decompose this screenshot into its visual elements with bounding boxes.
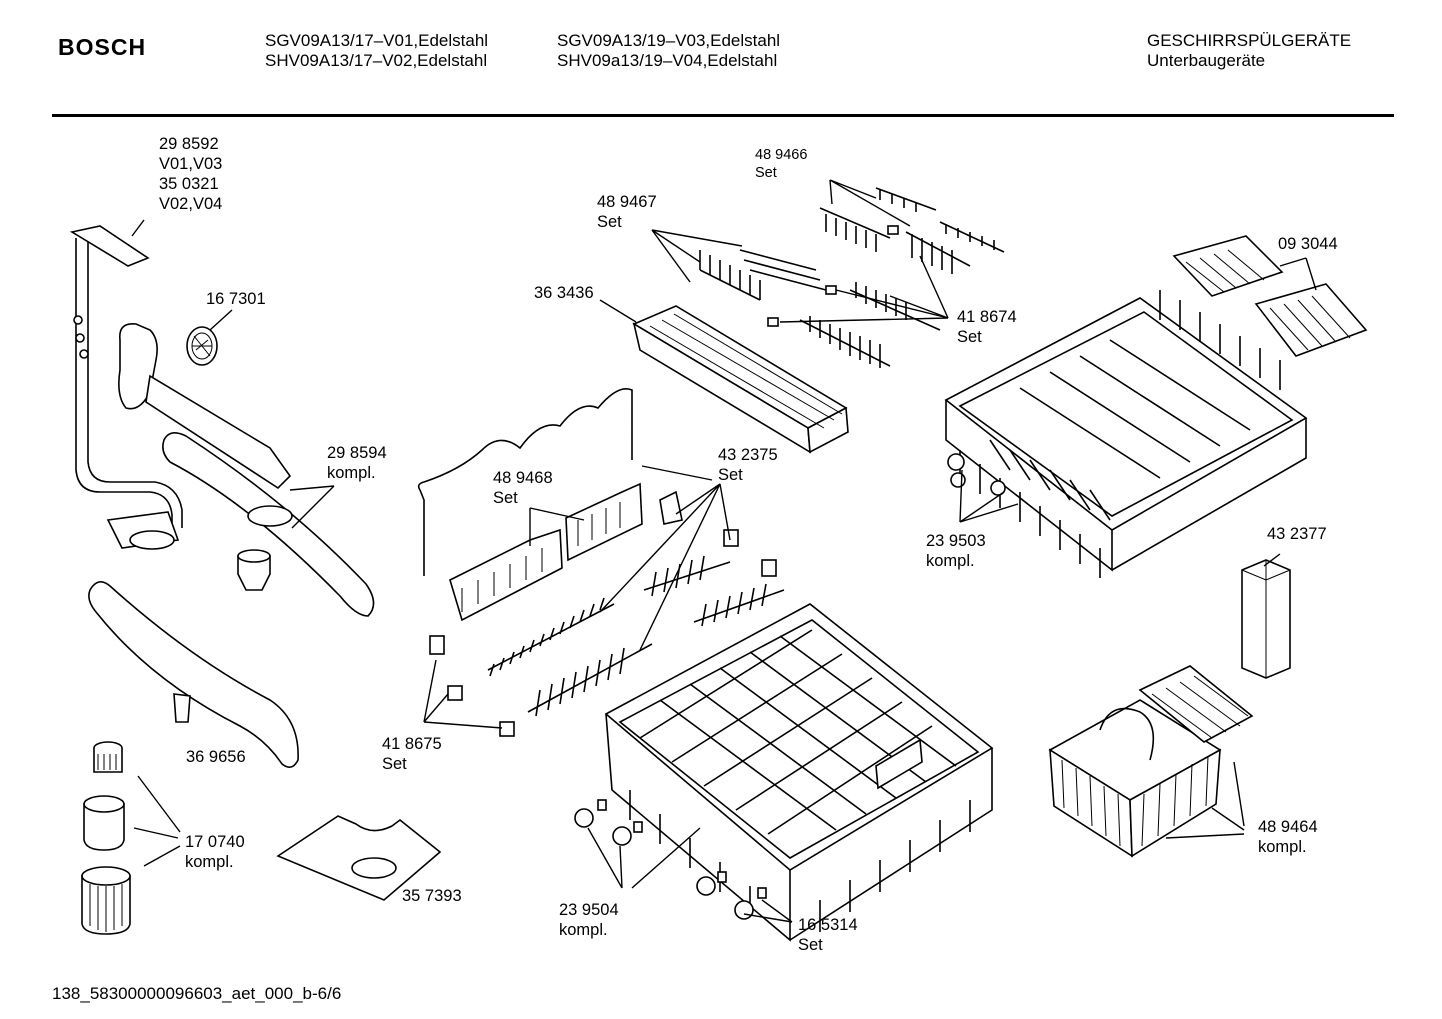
category-title: GESCHIRRSPÜLGERÄTE	[1147, 31, 1352, 50]
shelf-tines	[429, 490, 785, 737]
cutlery-cup	[1241, 559, 1291, 679]
document-id: 138_58300000096603_aet_000_b-6/6	[52, 984, 342, 1003]
part-label-48-9468: 48 9468 Set	[493, 469, 553, 507]
lower-basket-wheels	[574, 799, 767, 920]
leader-lines	[131, 179, 1317, 923]
part-label-48-9466: 48 9466 Set	[755, 147, 808, 181]
category-subtitle: Unterbaugeräte	[1147, 51, 1266, 70]
cup-rack-set	[1172, 235, 1368, 357]
model-line: SGV09A13/17–V01,Edelstahl	[265, 31, 489, 50]
part-label-29-8592: 29 8592 V01,V03 35 0321 V02,V04	[159, 135, 223, 213]
fold-down-shelf	[417, 388, 643, 622]
tine-rack-set-small	[767, 187, 1005, 327]
spray-arm-hub	[118, 323, 292, 490]
part-label-17-0740: 17 0740 kompl.	[185, 833, 245, 871]
part-label-41-8674: 41 8674 Set	[957, 308, 1017, 346]
model-list-column-2: SGV09A13/19–V03,Edelstahl SHV09a13/19–V0…	[557, 31, 780, 71]
part-label-41-8675: 41 8675 Set	[382, 735, 442, 773]
part-label-43-2377: 43 2377	[1267, 525, 1327, 543]
part-label-29-8594: 29 8594 kompl.	[327, 444, 387, 482]
part-label-09-3044: 09 3044	[1278, 235, 1338, 253]
part-label-23-9503: 23 9503 kompl.	[926, 532, 986, 570]
appliance-category: GESCHIRRSPÜLGERÄTE Unterbaugeräte	[1147, 31, 1351, 71]
cutlery-tray	[632, 305, 849, 454]
model-line: SHV09a13/19–V04,Edelstahl	[557, 51, 778, 70]
model-line: SGV09A13/19–V03,Edelstahl	[557, 31, 781, 50]
upper-basket	[944, 290, 1308, 578]
lower-basket	[604, 603, 994, 942]
model-list-column-1: SGV09A13/17–V01,Edelstahl SHV09A13/17–V0…	[265, 31, 488, 71]
model-line: SHV09A13/17–V02,Edelstahl	[265, 51, 488, 70]
brand-logo: BOSCH	[58, 34, 147, 60]
part-label-16-5314: 16 5314 Set	[798, 916, 858, 954]
part-label-48-9467: 48 9467 Set	[597, 193, 657, 231]
part-label-36-9656: 36 9656	[186, 748, 246, 766]
part-label-23-9504: 23 9504 kompl.	[559, 901, 619, 939]
filter-set	[81, 741, 131, 935]
part-label-36-3436: 36 3436	[534, 284, 594, 302]
spray-feed-pipe	[69, 225, 183, 550]
filter-cap	[186, 326, 218, 366]
part-label-16-7301: 16 7301	[206, 290, 266, 308]
sump-cover	[276, 815, 442, 901]
cutlery-basket	[1048, 665, 1254, 858]
part-label-35-7393: 35 7393	[402, 887, 462, 905]
tine-rack-set	[699, 249, 941, 368]
part-label-43-2375: 43 2375 Set	[718, 446, 778, 484]
header-divider	[52, 114, 1394, 117]
lower-spray-arm	[88, 581, 299, 768]
part-label-48-9464: 48 9464 kompl.	[1258, 818, 1318, 856]
upper-spray-arm	[162, 432, 375, 617]
